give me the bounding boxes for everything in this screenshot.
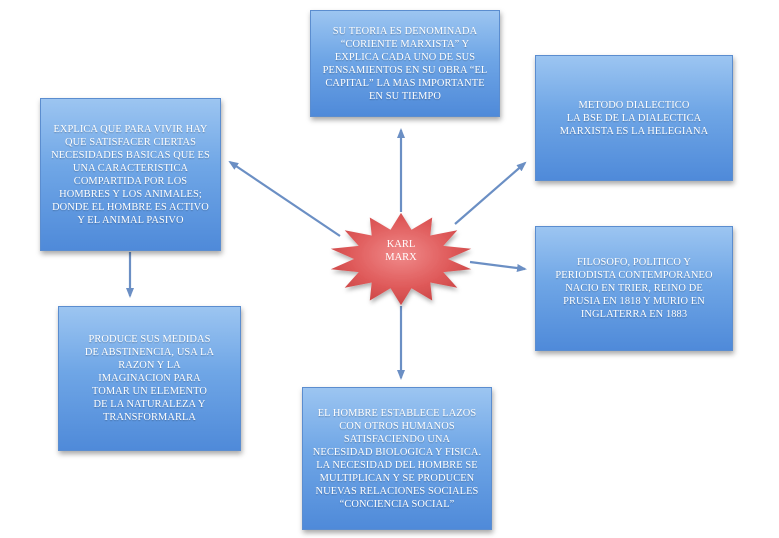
concept-box-social-conscience: EL HOMBRE ESTABLECE LAZOS CON OTROS HUMA… bbox=[302, 387, 492, 530]
concept-box-dialectical-method: METODO DIALECTICO LA BSE DE LA DIALECTIC… bbox=[535, 55, 733, 181]
center-star bbox=[330, 212, 472, 306]
concept-box-abstinence: PRODUCE SUS MEDIDAS DE ABSTINENCIA, USA … bbox=[58, 306, 241, 451]
concept-box-basic-needs: EXPLICA QUE PARA VIVIR HAY QUE SATISFACE… bbox=[40, 98, 221, 251]
arrow-to-top-right bbox=[454, 161, 527, 225]
concept-box-biography: FILOSOFO, POLITICO Y PERIODISTA CONTEMPO… bbox=[535, 226, 733, 351]
concept-box-theory: SU TEORIA ES DENOMINADA “CORIENTE MARXIS… bbox=[310, 10, 500, 117]
arrow-to-right bbox=[469, 260, 527, 272]
center-label: KARL MARX bbox=[385, 239, 417, 264]
arrow-to-left bbox=[228, 160, 341, 237]
